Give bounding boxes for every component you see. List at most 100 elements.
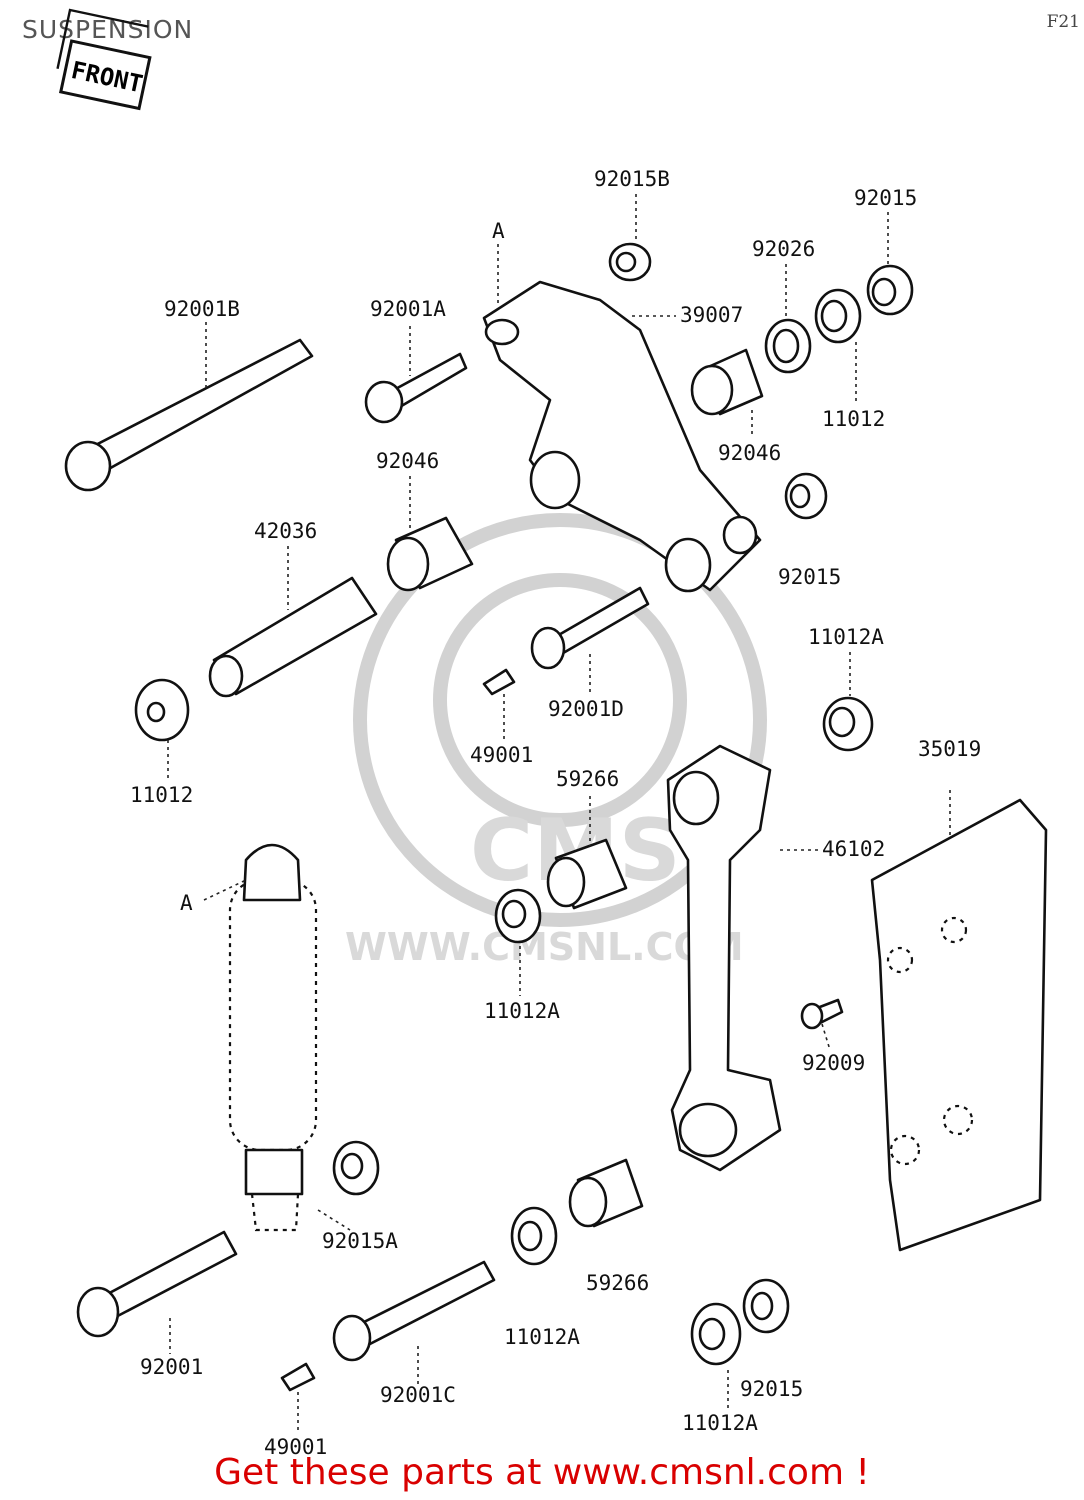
bolt-92001d-head [530,626,566,670]
tie-rod-top-eye [672,770,720,826]
label-11012a-right: 11012A [808,625,884,649]
bearing-92046-right [690,348,764,416]
sleeve-59266-top-face [546,856,586,908]
leader-lines [167,194,951,1434]
page-code: F21 [1046,12,1080,32]
guard-35019-plate [870,798,1048,1252]
guard-35019-hole-1 [940,916,968,944]
buy-parts-link[interactable]: Get these parts at www.cmsnl.com ! [214,1452,870,1493]
label-ref-a-shock: A [180,891,193,915]
label-59266-top: 59266 [556,767,619,791]
seal-11012a-right-bore [828,706,856,738]
tie-rod-bottom-eye [678,1102,738,1158]
label-42036: 42036 [254,519,317,543]
label-92026: 92026 [752,237,815,261]
seal-11012a-low-bore [517,1220,543,1252]
rocker-arm-link-boss-2 [722,515,758,555]
label-11012-top: 11012 [822,407,885,431]
sleeve-59266-bottom-face [568,1176,608,1228]
part-labels: 92015B 92015 92026 A 92001B 92001A 39007… [130,167,981,1459]
label-92001d: 92001D [548,697,624,721]
sleeve-59266-bottom [568,1158,644,1228]
shock-top-eye [242,843,302,902]
seal-11012a-bottom [690,1302,742,1366]
guard-35019-hole-2 [886,946,914,974]
collar-92015b [608,242,652,282]
seal-11012a-mid [494,888,542,944]
label-92015-bottom: 92015 [740,1377,803,1401]
label-92046-left: 92046 [376,449,439,473]
bearing-92046-left-face [386,536,430,592]
label-39007: 39007 [680,303,743,327]
sleeve-42036-end [208,654,244,698]
label-92046-right: 92046 [718,441,781,465]
bolt-92001b-head [64,440,112,492]
rocker-arm-body [482,280,762,592]
label-92015b: 92015B [594,167,670,191]
bolt-92001 [76,1230,238,1338]
label-92015-mid: 92015 [778,565,841,589]
guard-35019-hole-4 [889,1134,921,1166]
label-46102: 46102 [822,837,885,861]
bolt-92009-head [800,1002,824,1030]
bolt-92009 [800,998,844,1030]
rocker-arm-pivot-hole [484,318,520,346]
page-title: SUSPENSION [22,15,194,44]
seal-11012a-mid-bore [501,899,527,929]
label-92001: 92001 [140,1355,203,1379]
shock-body-lower [244,1148,304,1196]
watermark-url-text: WWW.CMSNL.COM [345,925,744,969]
label-11012a-low: 11012A [504,1325,580,1349]
label-92001a: 92001A [370,297,446,321]
bearing-92046-left [386,516,474,592]
bolt-92001c-shaft [354,1260,496,1348]
bolt-92001-shaft [98,1230,238,1322]
collar-92015-top-bore [871,277,897,307]
label-49001-bottom: 49001 [264,1435,327,1459]
rocker-arm-lower-boss [529,450,581,510]
collar-92015-bottom [742,1278,790,1334]
guard-35019 [870,798,1048,1252]
collar-92015a [332,1140,380,1196]
bolt-92001b [64,338,314,492]
collar-92015b-bore [615,251,637,273]
bolt-92001c [332,1260,496,1362]
label-92009: 92009 [802,1051,865,1075]
bolt-92001d [530,586,650,670]
shock-absorber [228,843,318,1232]
label-92015a: 92015A [322,1229,398,1253]
label-92001c: 92001C [380,1383,456,1407]
leader-92015a [317,1209,351,1231]
label-ref-a-top: A [492,219,505,243]
tie-rod-46102 [666,744,782,1172]
grease-fitting-49001-top [482,668,516,696]
bolt-92001c-head [332,1314,372,1362]
collar-92015a-bore [340,1152,364,1180]
collar-92015-bottom-bore [750,1291,774,1321]
seal-11012-top-bore [820,299,848,333]
label-11012a-mid: 11012A [484,999,560,1023]
sleeve-42036 [208,576,378,698]
collar-92015-mid [784,472,828,520]
label-49001-top: 49001 [470,743,533,767]
watermark-inner-ring [433,573,687,827]
label-35019: 35019 [918,737,981,761]
grease-fitting-49001-top-shape [482,668,516,696]
guard-35019-hole-3 [942,1104,974,1136]
bolt-92001a-head [364,380,404,424]
seal-11012a-low [510,1206,558,1266]
seal-11012a-right [822,696,874,752]
grease-fitting-49001-bottom-shape [280,1362,316,1392]
bearing-92046-right-face [690,364,734,416]
leader-92009 [821,1023,831,1051]
shock-spring [228,878,318,1152]
bolt-92001-head [76,1286,120,1338]
label-11012a-bottom: 11012A [682,1411,758,1435]
label-92001b: 92001B [164,297,240,321]
label-92015-top: 92015 [854,186,917,210]
front-direction-marker: FRONT [56,8,152,111]
seal-11012-left-bore [146,701,166,723]
leader-ref-a-shock [203,879,247,901]
